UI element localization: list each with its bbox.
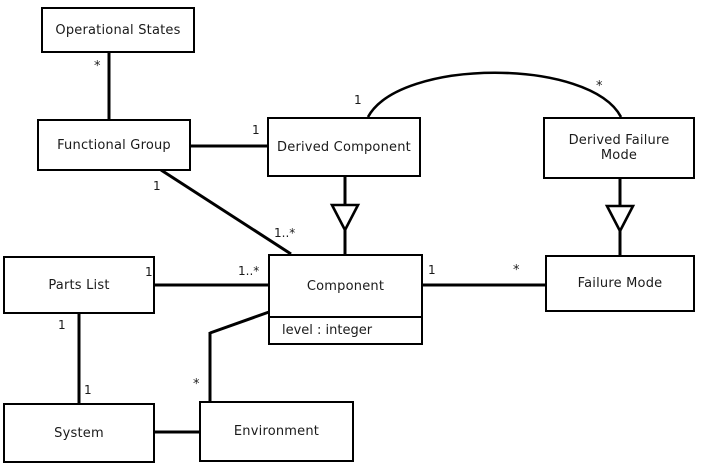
multiplicity-failure-mode-left: * [513,263,520,278]
multiplicity-parts-list-right: 1 [145,265,153,279]
multiplicity-component-right: 1 [428,263,436,277]
multiplicity-operational-states-down: * [94,59,101,74]
class-box-environment[interactable]: Environment [199,401,354,462]
multiplicity-derived-failure-mode-arc: * [596,79,603,94]
class-box-parts-list[interactable]: Parts List [3,256,155,314]
generalization-triangle-component-icon [329,203,361,233]
class-name-failure-mode: Failure Mode [577,276,663,291]
class-name-parts-list: Parts List [48,277,110,293]
multiplicity-environment-up: * [193,377,200,392]
class-box-derived-component[interactable]: Derived Component [267,117,421,177]
class-name-component: Component [306,278,385,294]
multiplicity-component-left: 1..* [238,264,260,278]
multiplicity-functional-group-diagonal: 1 [153,179,161,193]
class-name-environment: Environment [233,424,320,439]
class-box-failure-mode[interactable]: Failure Mode [545,255,695,312]
class-name-system: System [54,425,104,441]
class-name-operational-states: Operational States [55,22,181,38]
multiplicity-functional-group-right: 1 [252,123,260,137]
generalization-triangle-failure-mode-icon [604,204,636,234]
class-attribute-component-level: level : integer [270,316,421,343]
multiplicity-parts-list-down: 1 [58,318,66,332]
class-box-system[interactable]: System [3,403,155,463]
class-name-derived-failure-mode: Derived Failure Mode [568,133,670,163]
multiplicity-derived-component-arc: 1 [354,93,362,107]
class-name-derived-component: Derived Component [277,139,411,155]
class-name-functional-group: Functional Group [57,137,171,153]
class-box-derived-failure-mode[interactable]: Derived Failure Mode [543,117,695,179]
multiplicity-component-topleft: 1..* [274,226,296,240]
class-box-component[interactable]: Component level : integer [268,254,423,345]
class-box-functional-group[interactable]: Functional Group [37,119,191,171]
multiplicity-system-up: 1 [84,383,92,397]
edge-functional-group-component [160,168,292,256]
edge-derived-component-derived-failure-mode [366,71,623,118]
edge-component-environment-diagonal [209,310,270,335]
class-box-operational-states[interactable]: Operational States [41,7,195,53]
